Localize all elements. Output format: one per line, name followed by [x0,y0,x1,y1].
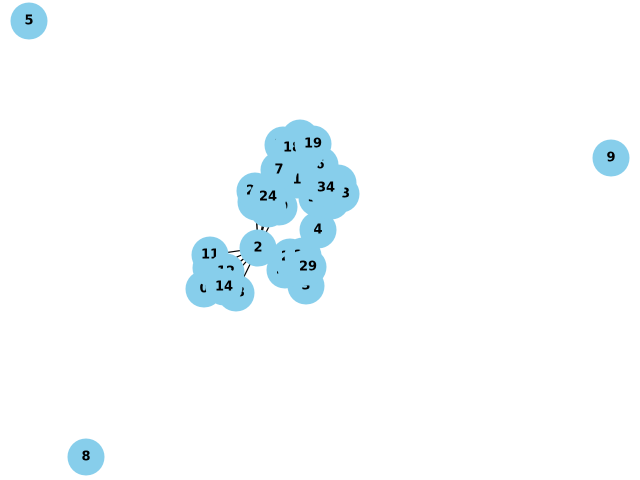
node-8[interactable]: 8 [67,438,105,476]
node-circle [205,268,243,306]
node-14[interactable]: 14 [205,268,243,306]
node-5[interactable]: 5 [10,2,48,40]
node-circle [307,169,345,207]
node-label: 24 [259,190,277,205]
node-label: 3 [301,279,310,294]
node-label: 0 [199,282,208,297]
node-9[interactable]: 9 [592,139,630,177]
node-label: 9 [606,151,615,166]
node-label: 19 [304,137,322,152]
graph-nodes: 0123456789101112131415161718192021222324… [10,2,630,476]
node-circle [67,438,105,476]
node-label: 1 [292,173,301,188]
node-circle [249,178,287,216]
node-label: 2 [253,241,262,256]
node-label: 29 [299,260,317,275]
node-label: 8 [81,450,90,465]
node-label: 4 [313,223,322,238]
node-circle [294,125,332,163]
node-29[interactable]: 29 [289,248,327,286]
node-2[interactable]: 2 [239,229,277,267]
node-label: 34 [317,181,335,196]
node-24[interactable]: 24 [249,178,287,216]
node-circle [10,2,48,40]
node-19[interactable]: 19 [294,125,332,163]
node-label: 6 [315,158,324,173]
node-circle [289,248,327,286]
node-label: 5 [24,14,33,29]
node-label: 7 [274,163,283,178]
node-label: 14 [215,280,233,295]
node-34[interactable]: 34 [307,169,345,207]
node-circle [592,139,630,177]
node-circle [239,229,277,267]
